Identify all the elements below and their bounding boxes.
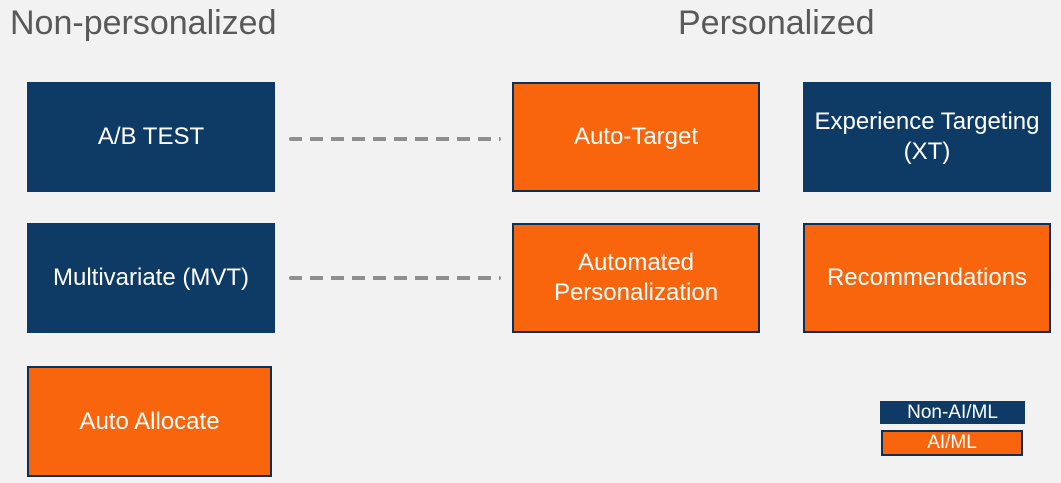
box-automated-personalization: Automated Personalization: [512, 223, 760, 333]
box-auto-allocate: Auto Allocate: [27, 366, 272, 477]
box-experience-targeting: Experience Targeting (XT): [803, 82, 1051, 192]
box-auto-allocate-label: Auto Allocate: [79, 407, 220, 435]
heading-non-personalized: Non-personalized: [10, 4, 277, 42]
dashed-connector-multivariate-automatedpersonalization: [289, 276, 501, 280]
box-recommendations-label: Recommendations: [826, 264, 1028, 291]
box-multivariate: Multivariate (MVT): [27, 223, 275, 333]
box-recommendations: Recommendations: [803, 223, 1051, 333]
legend-ai-ml: AI/ML: [881, 430, 1023, 456]
box-auto-target: Auto-Target: [512, 82, 760, 192]
box-multivariate-label: Multivariate (MVT): [52, 264, 250, 291]
heading-personalized: Personalized: [678, 4, 875, 42]
box-automated-personalization-label: Automated Personalization: [553, 249, 719, 306]
box-ab-test: A/B TEST: [27, 82, 275, 192]
legend-non-ai-ml: Non-AI/ML: [880, 401, 1025, 424]
box-experience-targeting-label: Experience Targeting (XT): [814, 108, 1040, 165]
box-ab-test-label: A/B TEST: [97, 123, 205, 150]
box-auto-target-label: Auto-Target: [573, 123, 699, 150]
dashed-connector-abtest-autotarget: [289, 137, 501, 141]
